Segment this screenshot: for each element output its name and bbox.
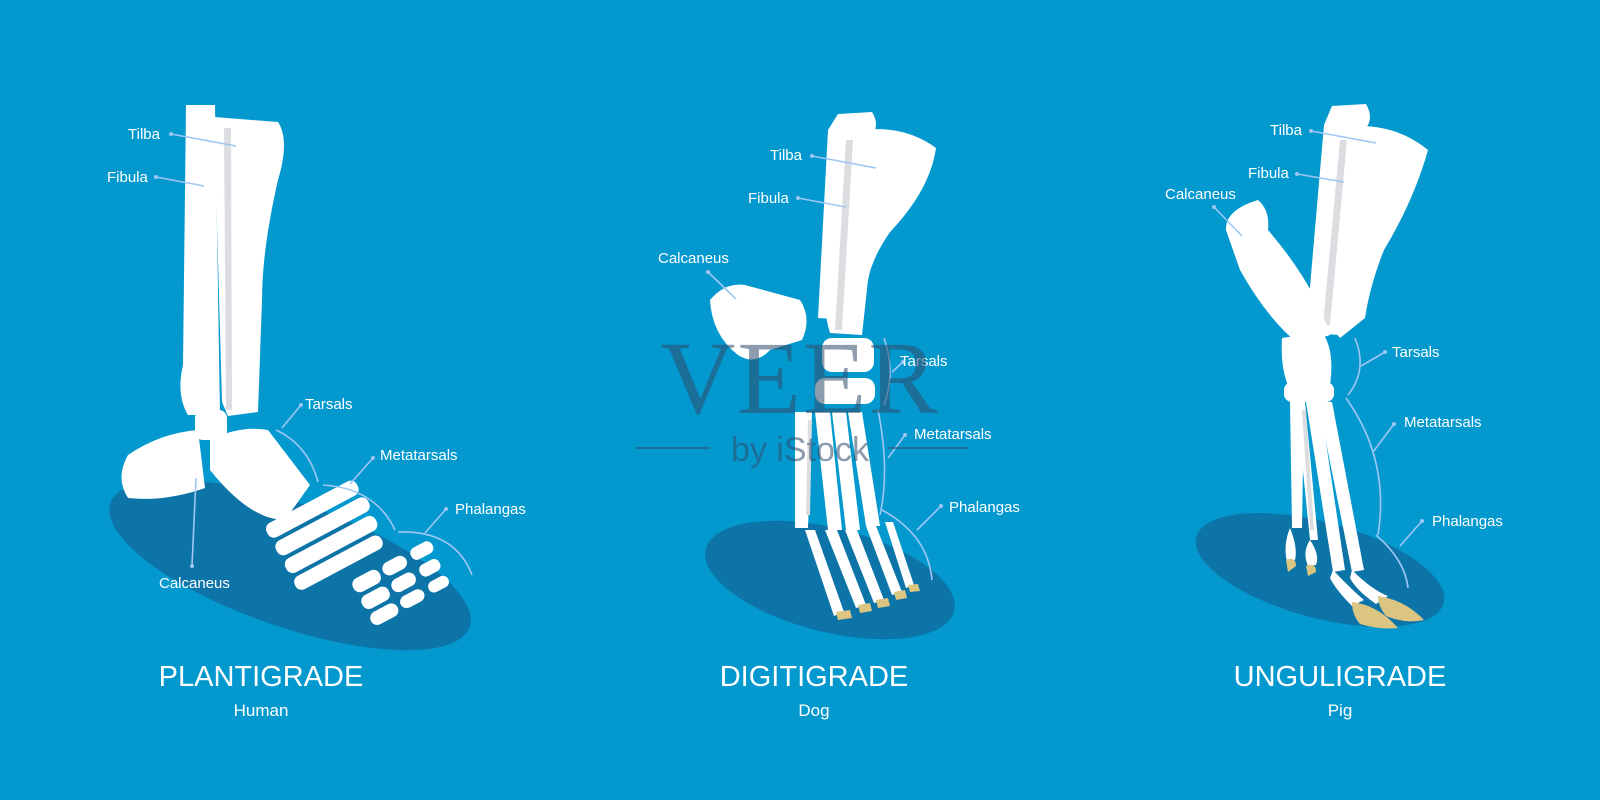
plantigrade-subtitle: Human	[234, 701, 289, 720]
digitigrade-subtitle: Dog	[798, 701, 829, 720]
svg-text:Phalangas: Phalangas	[949, 499, 1020, 516]
svg-text:Calcaneus: Calcaneus	[159, 575, 230, 592]
watermark: VEER by iStock	[635, 321, 968, 469]
svg-text:Metatarsals: Metatarsals	[914, 426, 992, 443]
digitigrade-label-fibula: Fibula	[748, 190, 847, 208]
unguligrade-label-calcaneus: Calcaneus	[1165, 186, 1243, 237]
svg-text:Tilba: Tilba	[128, 126, 161, 143]
svg-text:Fibula: Fibula	[107, 169, 149, 186]
digitigrade-label-tarsals: Tarsals	[883, 337, 948, 406]
unguligrade-shadow	[1195, 513, 1445, 627]
svg-text:Fibula: Fibula	[1248, 165, 1290, 182]
digitigrade-label-calcaneus: Calcaneus	[658, 250, 737, 300]
svg-text:Metatarsals: Metatarsals	[1404, 414, 1482, 431]
pig-leg-bones	[1225, 104, 1428, 629]
svg-text:Tarsals: Tarsals	[1392, 344, 1440, 361]
digitigrade-label-phalanges: Phalangas	[881, 499, 1020, 581]
svg-text:Metatarsals: Metatarsals	[380, 447, 458, 464]
watermark-tagline: by iStock	[731, 431, 870, 469]
unguligrade-label-fibula: Fibula	[1248, 165, 1345, 183]
svg-text:Tarsals: Tarsals	[305, 396, 353, 413]
human-leg-bones	[121, 105, 449, 625]
svg-text:Phalangas: Phalangas	[1432, 513, 1503, 530]
unguligrade-label-metatarsals: Metatarsals	[1345, 397, 1482, 536]
plantigrade-label-phalanges: Phalangas	[397, 501, 526, 576]
svg-text:Tilba: Tilba	[770, 147, 803, 164]
unguligrade-label-tibia: Tilba	[1270, 122, 1377, 144]
plantigrade-label-tibia: Tilba	[128, 126, 237, 147]
svg-text:Fibula: Fibula	[748, 190, 790, 207]
plantigrade-label-calcaneus: Calcaneus	[159, 477, 230, 592]
svg-text:Phalangas: Phalangas	[455, 501, 526, 518]
svg-text:Calcaneus: Calcaneus	[1165, 186, 1236, 203]
plantigrade-label-metatarsals: Metatarsals	[322, 447, 458, 531]
unguligrade-title: UNGULIGRADE	[1234, 661, 1447, 693]
plantigrade-label-tarsals: Tarsals	[275, 396, 353, 483]
unguligrade-label-tarsals: Tarsals	[1347, 337, 1440, 396]
plantigrade-panel: Tilba Fibula Tarsals Metatarsals Phalang…	[107, 105, 526, 720]
unguligrade-panel: Tilba Fibula Calcaneus Tarsals Metatarsa…	[1165, 104, 1503, 720]
svg-text:Calcaneus: Calcaneus	[658, 250, 729, 267]
plantigrade-title: PLANTIGRADE	[159, 661, 364, 693]
unguligrade-label-phalanges: Phalangas	[1375, 513, 1503, 589]
dog-leg-bones	[710, 112, 936, 620]
unguligrade-subtitle: Pig	[1328, 701, 1353, 720]
svg-text:Tilba: Tilba	[1270, 122, 1303, 139]
digitigrade-label-metatarsals: Metatarsals	[877, 409, 992, 516]
watermark-brand: VEER	[660, 321, 940, 436]
digitigrade-panel: Tilba Fibula Calcaneus Tarsals Metatarsa…	[658, 112, 1020, 720]
digitigrade-title: DIGITIGRADE	[720, 661, 909, 693]
svg-text:Tarsals: Tarsals	[900, 353, 948, 370]
digitigrade-label-tibia: Tilba	[770, 147, 877, 169]
plantigrade-label-fibula: Fibula	[107, 169, 205, 187]
